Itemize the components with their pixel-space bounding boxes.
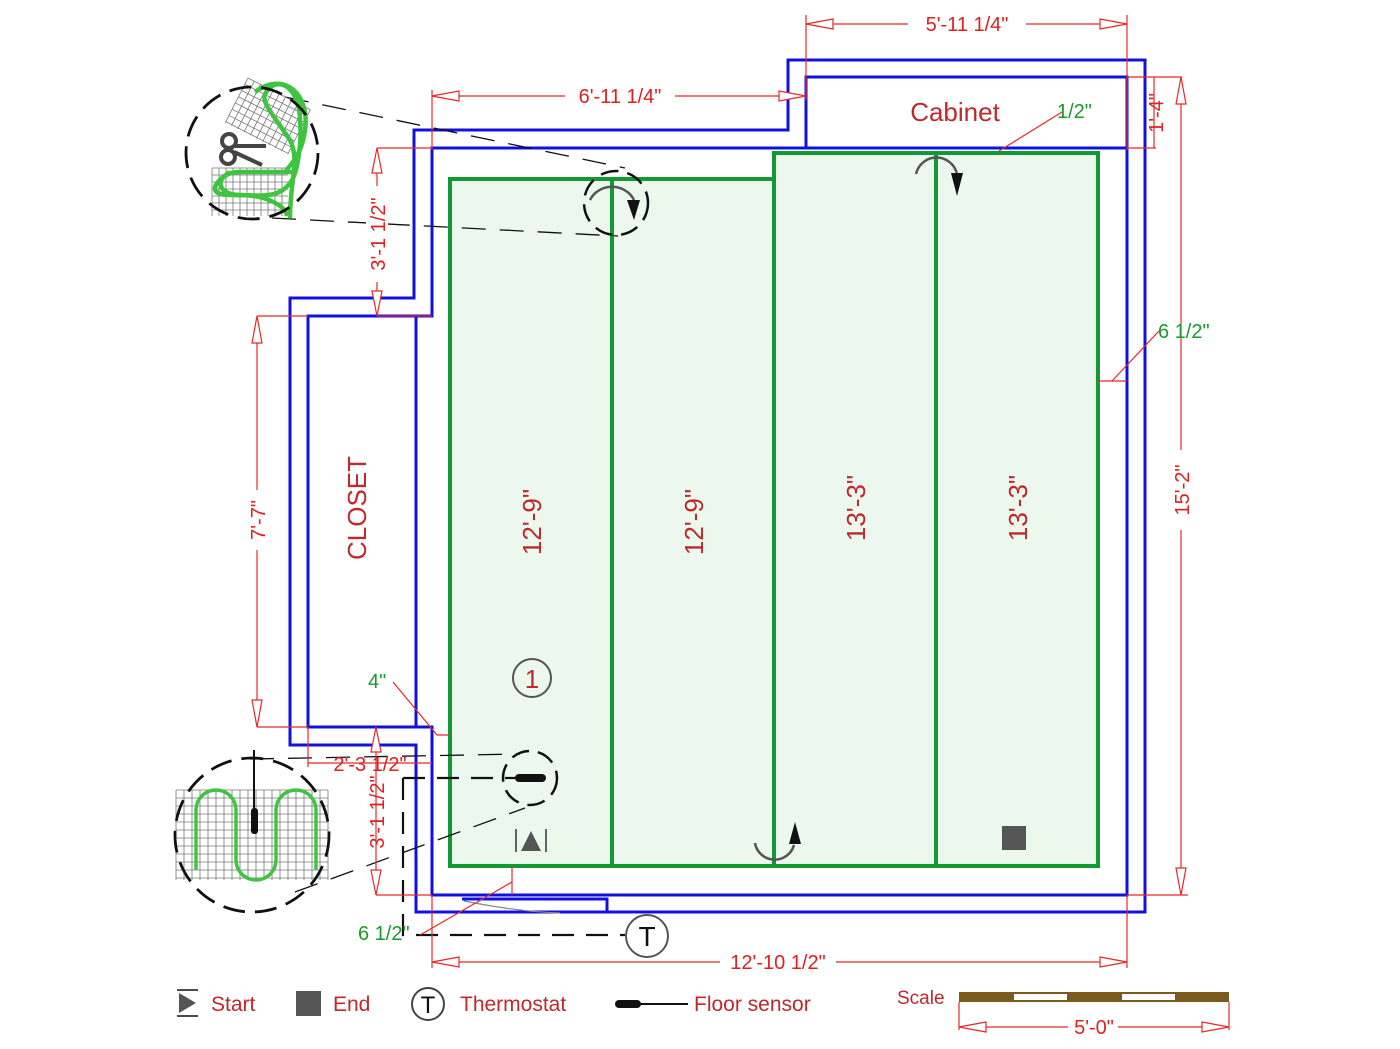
legend-floor-sensor-label: Floor sensor: [694, 993, 811, 1016]
legend-start: Start: [177, 989, 256, 1017]
clearance-right: 6 1/2": [1158, 321, 1210, 343]
start-triangle-icon: [521, 831, 541, 851]
scissors-icon: [219, 132, 266, 167]
detail-circle: [184, 85, 320, 221]
thermostat-symbol: T: [638, 921, 655, 952]
scale-label: Scale: [897, 988, 945, 1009]
floor-sensor-icon: [615, 1000, 641, 1008]
legend-floor-sensor: Floor sensor: [615, 993, 811, 1016]
thermostat[interactable]: T: [625, 914, 669, 958]
turn-arrow-icon: [914, 156, 959, 175]
dim-closet-width: 2'-3 1/2": [333, 754, 406, 776]
detail-circle: [173, 756, 331, 914]
clearances: 1/2" 6 1/2" 4" 6 1/2": [358, 101, 1210, 945]
mesh-line: [224, 77, 249, 123]
dim-upper-left-offset: 3'-1 1/2": [368, 197, 390, 270]
mat-strip-1-length: 12'-9": [517, 489, 547, 555]
closet-label: CLOSET: [342, 456, 372, 560]
end-marker-icon: [1002, 826, 1026, 850]
dim-top-left-width: 6'-11 1/4": [579, 86, 662, 108]
start-marker: [515, 829, 547, 852]
cabinet-label: Cabinet: [910, 97, 1000, 127]
dim-lower-left-offset: 3'-1 1/2": [367, 775, 389, 848]
zone-number: 1: [525, 664, 539, 694]
mat-strip-1[interactable]: [448, 177, 614, 868]
turn-arrow-icon: [588, 185, 636, 201]
end-icon: [296, 991, 321, 1016]
heating-cable: [194, 788, 318, 882]
mesh-line: [231, 108, 295, 142]
mat-strip-2-length: 12'-9": [679, 489, 709, 555]
legend-start-label: Start: [211, 993, 256, 1016]
floor-sensor-icon: [251, 808, 258, 834]
legend: Start End T Thermostat Floor sensor: [177, 987, 811, 1021]
thermostat-wire: [401, 778, 625, 937]
detail-sensor: [173, 750, 526, 914]
mesh-line: [225, 121, 289, 154]
heating-mats: 12'-9" 12'-9" 13'-3" 13'-3": [448, 151, 1100, 868]
turn-arrow-icon: [753, 842, 796, 861]
scale-length: 5'-0": [1074, 1017, 1114, 1039]
mat-strip-4-length: 13'-3": [1003, 475, 1033, 541]
legend-end-label: End: [333, 993, 370, 1016]
zone-marker: 1: [512, 658, 552, 698]
dimensions: 5'-11 1/4" 6'-11 1/4" 1'-4" 15'-2" 3'-1 …: [246, 10, 1194, 974]
arrow-up-icon: [789, 822, 801, 844]
scale-bar: Scale 5'-0": [897, 988, 1230, 1039]
detail-circle-top: [582, 169, 650, 237]
thermostat-icon: T: [421, 992, 436, 1019]
turn-arrows: [588, 156, 959, 861]
dim-cabinet-depth: 1'-4": [1146, 93, 1168, 133]
mesh-line: [228, 115, 292, 148]
arrow-down-icon: [951, 173, 963, 196]
dim-closet-height: 7'-7": [248, 500, 270, 540]
mat-strip-4[interactable]: [934, 151, 1100, 868]
dim-overall-width: 12'-10 1/2": [730, 952, 825, 974]
dim-overall-height: 15'-2": [1172, 465, 1194, 516]
floor-sensor-icon: [515, 774, 546, 782]
legend-end: End: [296, 991, 370, 1016]
door-sill: [462, 897, 609, 912]
legend-thermostat-label: Thermostat: [460, 993, 566, 1016]
clearance-bottom: 6 1/2": [358, 923, 410, 945]
legend-thermostat: T Thermostat: [411, 987, 566, 1021]
arrow-down-icon: [627, 200, 640, 220]
turn-arrowheads: [627, 173, 963, 844]
dim-top-right-width: 5'-11 1/4": [926, 14, 1009, 36]
detail-cut-turn: [184, 77, 626, 237]
floor-sensor: [501, 749, 559, 807]
outer-wall: [288, 58, 1147, 914]
mesh-line: [235, 102, 298, 136]
start-icon: [179, 993, 196, 1013]
mesh-line: [241, 90, 305, 123]
mat-strip-3-length: 13'-3": [841, 475, 871, 541]
clearance-cabinet: 1/2": [1057, 101, 1092, 123]
clearance-closet: 4": [368, 671, 386, 693]
